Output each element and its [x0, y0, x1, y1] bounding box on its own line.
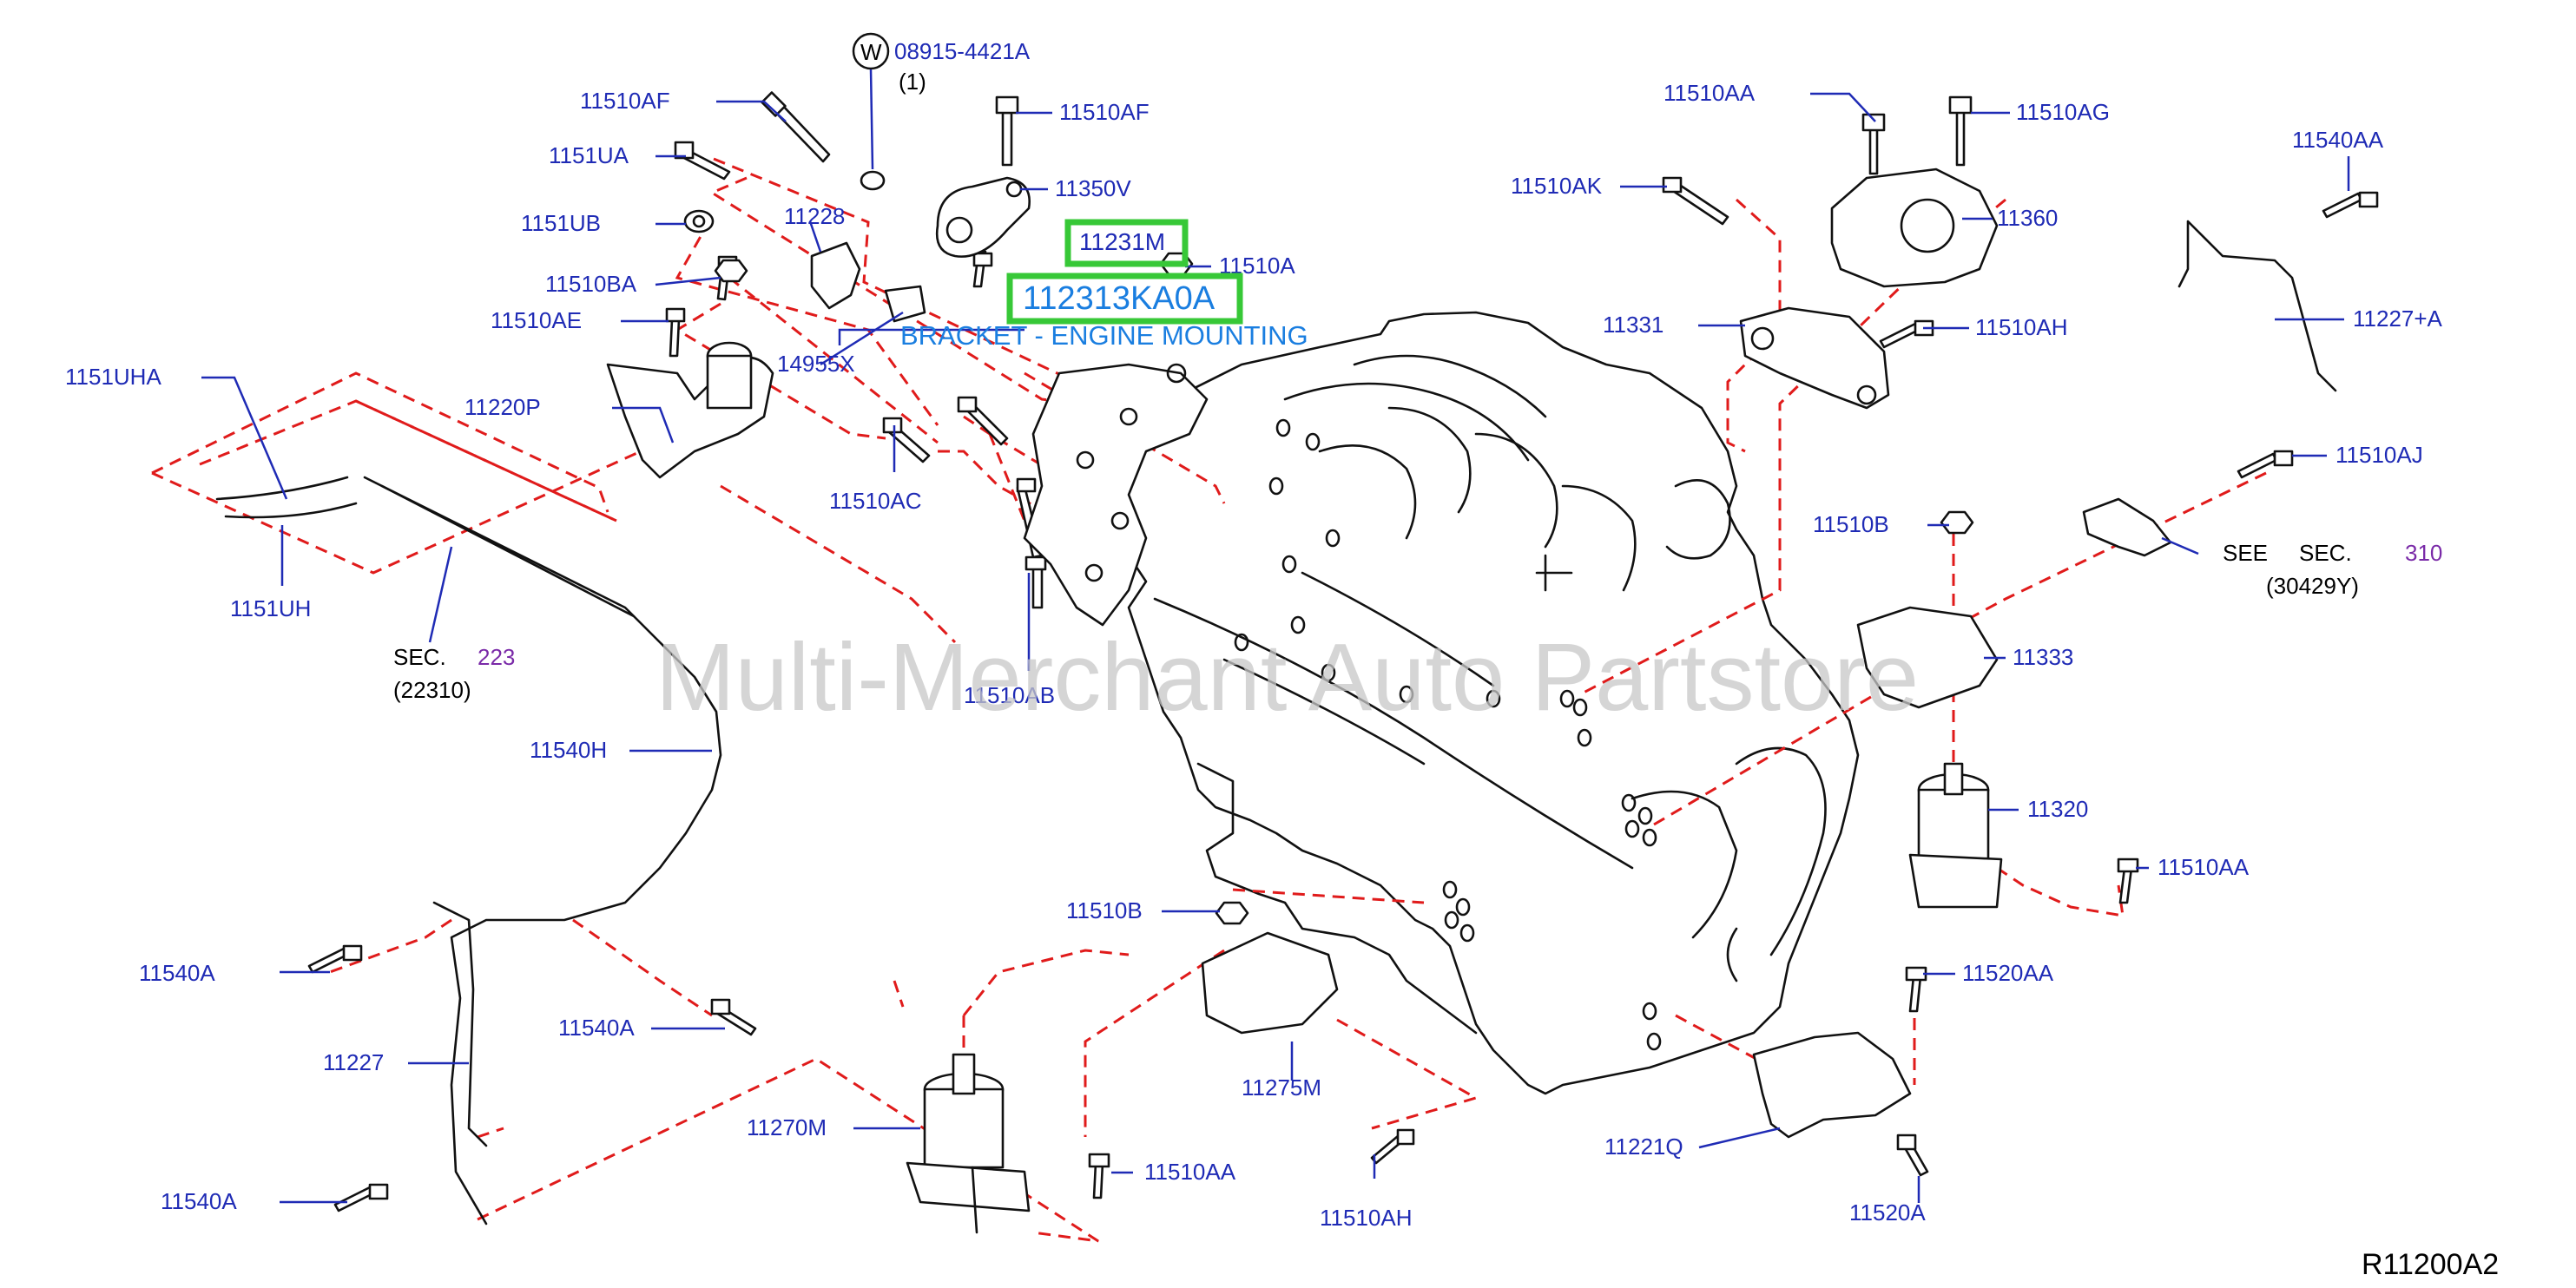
bracket-11227 [432, 901, 488, 1147]
label-11220P: 11220P [464, 394, 541, 420]
bracket-11228 [810, 241, 861, 310]
label-11520AA: 11520AA [1962, 960, 2054, 986]
label-11510BA: 11510BA [545, 271, 637, 297]
sec-right-word: SEC. [2299, 540, 2352, 566]
label-11510AB: 11510AB [964, 682, 1055, 708]
mount-11220P [606, 341, 774, 479]
part-drawings [215, 91, 2379, 1234]
label-11510AE: 11510AE [491, 307, 582, 333]
sec-right-sub: (30429Y) [2266, 573, 2359, 599]
label-1151UA: 1151UA [549, 142, 629, 168]
label-1151UH: 1151UH [230, 595, 311, 621]
selected-part-highlight[interactable]: 11231M 112313KA0A BRACKET - ENGINE MOUNT… [838, 219, 1308, 351]
highlight-box-large[interactable] [1006, 273, 1243, 325]
label-11228: 11228 [784, 203, 845, 229]
label-11510AA: 11510AA [1664, 80, 1756, 106]
bracket-11221Q [1752, 1031, 1912, 1139]
label-11221Q: 11221Q [1604, 1134, 1683, 1160]
label-11510AA: 11510AA [2158, 854, 2250, 880]
label-11510AF: 11510AF [580, 88, 670, 114]
label-11227A: 11227+A [2353, 306, 2443, 332]
bracket-11275M [1201, 931, 1339, 1035]
bracket-11360 [1830, 168, 1999, 288]
label-11510B: 11510B [1813, 511, 1889, 537]
label-11540H: 11540H [530, 737, 607, 763]
sensor-14955X [884, 285, 926, 323]
label-14955X: 14955X [777, 351, 855, 377]
label-08915-4421A: 08915-4421A [894, 38, 1031, 64]
label-1151UHA: 1151UHA [65, 364, 161, 390]
label-11520A: 11520A [1849, 1199, 1926, 1226]
label-11331: 11331 [1603, 312, 1664, 338]
callout-leaders [201, 92, 2350, 1204]
torque-rod-11350V [935, 176, 1031, 258]
washer-icon [860, 170, 886, 191]
label-11360: 11360 [1997, 205, 2058, 231]
label-11270M: 11270M [747, 1114, 827, 1140]
sec-left-word: SEC. [393, 644, 446, 670]
bolt-icon [307, 91, 2379, 1212]
diagram-reference: R11200A2 [2362, 1248, 2499, 1281]
label-11540A: 11540A [139, 960, 215, 986]
mount-11270M [906, 1053, 1031, 1234]
label-11540AA: 11540AA [2292, 127, 2384, 153]
bracket-engine-mounting [1023, 363, 1209, 627]
engine-assembly [1118, 311, 1860, 1095]
highlight-label-small: 11231M [1079, 228, 1165, 255]
label-11227: 11227 [323, 1049, 384, 1075]
label-11540A: 11540A [558, 1015, 635, 1041]
washer-symbol: W [860, 39, 882, 65]
sec-left-number: 223 [478, 644, 515, 670]
watermark: Multi-Merchant Auto Partstore [656, 624, 1919, 731]
washer-symbol-icon [852, 32, 890, 70]
mount-11320 [1908, 762, 2003, 909]
rod-11227A [2177, 220, 2337, 392]
bracket-11333 [1856, 606, 1999, 709]
label-11510AG: 11510AG [2016, 99, 2110, 125]
tooltip-part-name: BRACKET - ENGINE MOUNTING [900, 320, 1308, 351]
label-11510AF: 11510AF [1059, 99, 1150, 125]
part-labels: 11510AF 1151UA 11510AF 11350V 1151UB 112… [65, 32, 2443, 1231]
bracket-30429Y [2082, 497, 2172, 557]
label-11510AH: 11510AH [1320, 1205, 1413, 1231]
label-11333: 11333 [2013, 644, 2073, 670]
label-qty: (1) [899, 69, 926, 95]
label-1151UB: 1151UB [521, 210, 601, 236]
label-11510AJ: 11510AJ [2336, 442, 2423, 468]
sec-left-sub: (22310) [393, 677, 471, 703]
highlight-box-small[interactable] [1064, 219, 1189, 267]
bracket-11331 [1739, 306, 1890, 410]
label-11350V: 11350V [1055, 175, 1131, 201]
harness-icon [380, 484, 636, 618]
label-11510B: 11510B [1066, 897, 1143, 923]
highlight-label-large: 112313KA0A [1023, 280, 1216, 317]
label-11275M: 11275M [1242, 1074, 1321, 1101]
label-11510AH: 11510AH [1975, 314, 2068, 340]
label-11320: 11320 [2027, 796, 2088, 822]
sec-right-number: 310 [2405, 540, 2442, 566]
label-11540A: 11540A [161, 1188, 237, 1214]
label-11510AK: 11510AK [1511, 173, 1603, 199]
label-11510AC: 11510AC [829, 488, 922, 514]
tube-11540H [363, 476, 722, 1226]
sec-right-see: SEE [2223, 540, 2268, 566]
label-11510AA: 11510AA [1144, 1159, 1236, 1185]
